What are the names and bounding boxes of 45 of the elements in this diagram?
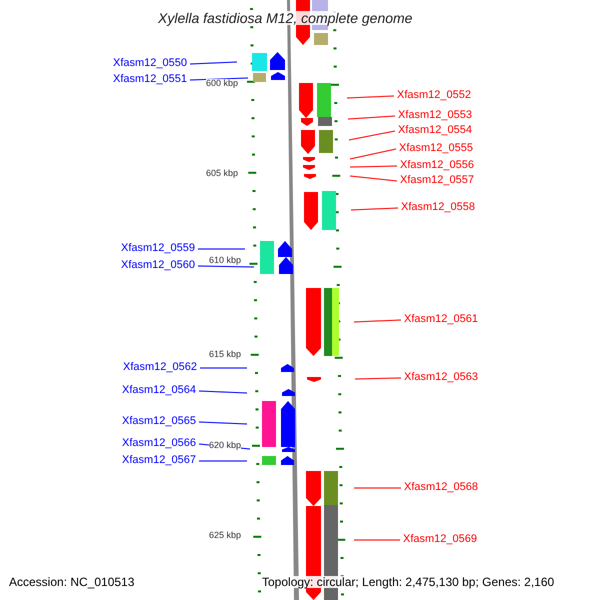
gene-label: Xfasm12_0556 <box>400 160 474 171</box>
leader-line <box>190 62 238 64</box>
leader-line <box>350 176 398 182</box>
gene-label: Xfasm12_0567 <box>122 455 196 466</box>
leader-line <box>198 390 248 394</box>
leader-line <box>350 166 398 168</box>
gene-label: Xfasm12_0566 <box>122 438 196 449</box>
gene-label: Xfasm12_0559 <box>121 243 195 254</box>
gene-label: Xfasm12_0568 <box>404 482 478 493</box>
gene-label: Xfasm12_0551 <box>113 74 187 85</box>
leader-line <box>354 320 402 322</box>
leader-line <box>198 422 248 424</box>
kbp-label: 615 kbp <box>208 350 241 359</box>
leader-line <box>354 378 402 380</box>
leader-line <box>350 148 396 160</box>
kbp-label: 620 kbp <box>208 441 241 450</box>
leader-line <box>198 266 254 268</box>
gene-label: Xfasm12_0564 <box>122 385 196 396</box>
gene-label: Xfasm12_0554 <box>398 125 472 136</box>
gene-label: Xfasm12_0558 <box>401 202 475 213</box>
leader-line <box>190 78 248 80</box>
gene-label: Xfasm12_0560 <box>121 260 195 271</box>
gene-label: Xfasm12_0561 <box>404 314 478 325</box>
title: Xylella fastidiosa M12, complete genome <box>158 11 412 25</box>
gene-label: Xfasm12_0555 <box>399 143 473 154</box>
gene-label: Xfasm12_0569 <box>403 534 477 545</box>
kbp-label: 625 kbp <box>208 531 241 540</box>
gene-label: Xfasm12_0557 <box>400 175 474 186</box>
gene-label: Xfasm12_0565 <box>122 416 196 427</box>
leader-line <box>350 208 398 210</box>
gene-label: Xfasm12_0562 <box>123 362 197 373</box>
gene-label: Xfasm12_0550 <box>113 58 187 69</box>
leader-line <box>348 116 396 120</box>
leader-line <box>346 96 394 98</box>
gene-label: Xfasm12_0553 <box>398 110 472 121</box>
kbp-label: 605 kbp <box>206 169 238 178</box>
kbp-label: 600 kbp <box>206 79 238 88</box>
leader-line <box>198 460 248 462</box>
genome-summary-text: Topology: circular; Length: 2,475,130 bp; Genes: 2,160 <box>262 576 554 588</box>
gene-label: Xfasm12_0552 <box>397 90 471 101</box>
gene-label: Xfasm12_0563 <box>404 372 478 383</box>
leader-line <box>348 130 396 140</box>
leader-line <box>198 248 246 250</box>
accession-text: Accession: NC_010513 <box>9 576 134 588</box>
kbp-label: 610 kbp <box>208 256 241 265</box>
